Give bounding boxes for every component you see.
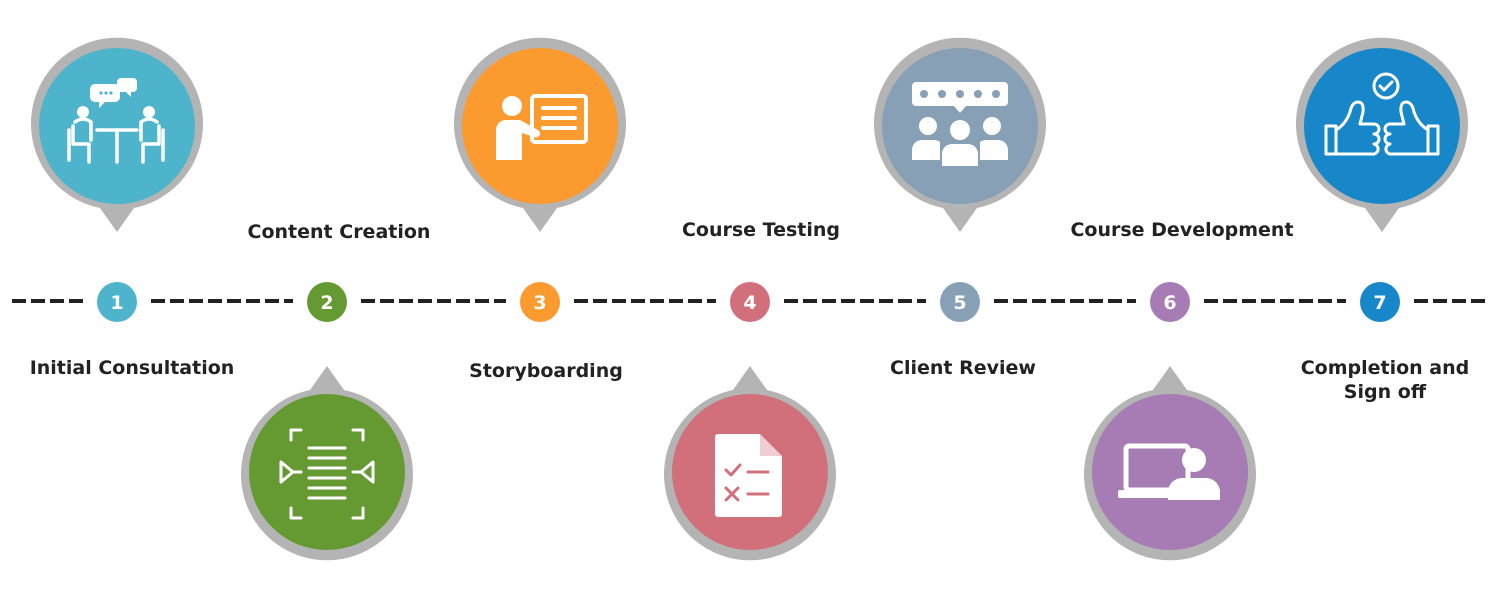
- step-1-pin: [30, 37, 204, 233]
- document-scan-icon: [279, 428, 375, 520]
- consultation-icon: [67, 78, 165, 164]
- step-6-marker: 6: [1150, 282, 1190, 322]
- pin-disc: [1304, 48, 1460, 204]
- pin-disc: [1092, 394, 1248, 550]
- presenter-board-icon: [496, 94, 588, 160]
- step-2-label: Content Creation: [247, 221, 431, 243]
- checklist-document-icon: [715, 434, 782, 517]
- step-2-marker: 2: [307, 282, 347, 322]
- step-number-circle: [940, 282, 980, 322]
- step-number: 3: [533, 292, 546, 314]
- step-number-circle: [520, 282, 560, 322]
- step-number: 5: [953, 292, 966, 314]
- step-1-label: Initial Consultation: [29, 357, 235, 379]
- step-5-marker: 5: [940, 282, 980, 322]
- step-1-marker: 1: [97, 282, 137, 322]
- step-4-marker: 4: [730, 282, 770, 322]
- step-3-marker: 3: [520, 282, 560, 322]
- pin-disc: [39, 48, 195, 204]
- step-number-circle: [730, 282, 770, 322]
- step-number-circle: [1360, 282, 1400, 322]
- step-number: 1: [110, 292, 123, 314]
- step-number-circle: [97, 282, 137, 322]
- step-number: 4: [743, 292, 756, 314]
- step-5-label: Client Review: [890, 357, 1036, 379]
- step-number-circle: [307, 282, 347, 322]
- pin-disc: [462, 48, 618, 204]
- rating-audience-icon: [912, 82, 1008, 166]
- step-7-pin: [1295, 37, 1468, 232]
- pin-disc: [249, 394, 405, 550]
- thumbs-up-approval-icon: [1324, 72, 1440, 156]
- step-number: 7: [1373, 292, 1386, 314]
- step-5-pin: [874, 37, 1046, 232]
- step-number: 2: [320, 292, 333, 314]
- step-6-pin: [1083, 366, 1256, 561]
- step-4-label: Course Testing: [681, 219, 841, 241]
- step-2-pin: [241, 366, 413, 561]
- step-4-pin: [663, 366, 837, 561]
- computer-user-icon: [1118, 443, 1220, 500]
- step-number-circle: [1150, 282, 1190, 322]
- step-7-label: Completion and Sign off: [1300, 357, 1470, 403]
- step-3-pin: [453, 37, 626, 233]
- step-number: 6: [1163, 292, 1176, 314]
- step-3-label: Storyboarding: [469, 360, 623, 382]
- step-7-marker: 7: [1360, 282, 1400, 322]
- step-6-label: Course Development: [1070, 219, 1294, 241]
